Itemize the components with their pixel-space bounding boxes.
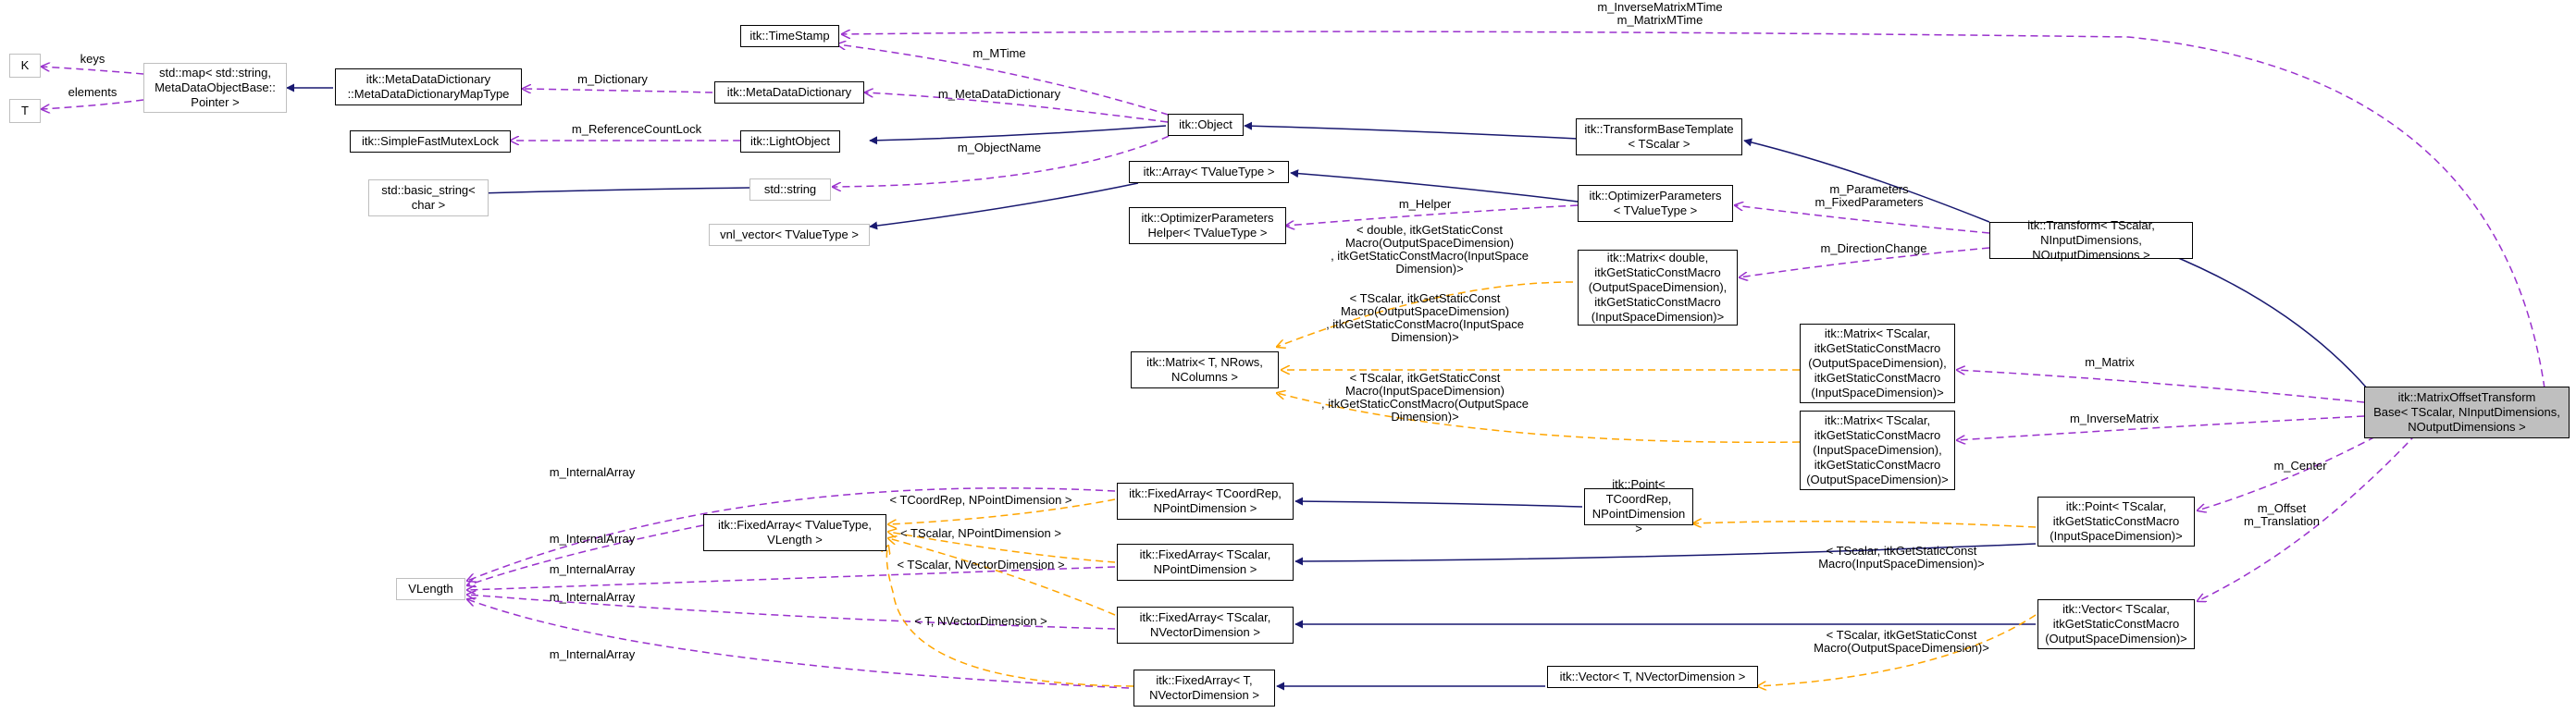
- edge-matrixinout-matrixgeneric: [1277, 393, 1801, 443]
- edge-main-transform: [2164, 251, 2370, 391]
- edge-transform-tbt: [1743, 138, 1990, 223]
- edge-main-matrixoutin: [1957, 370, 2365, 403]
- edge-pointtscalar-pointcoordrep: [1693, 522, 2037, 527]
- edge-label-m-helper: m_Helper: [1399, 197, 1452, 211]
- edge-mdd-mddmaptype: [523, 89, 713, 92]
- edge-label-tpl-tscalar-point: < TScalar, NPointDimension >: [900, 526, 1061, 540]
- class-node-basic-string[interactable]: std::basic_string< char >: [368, 179, 489, 216]
- class-node-fixed-array-tscalar-point[interactable]: itk::FixedArray< TScalar, NPointDimensio…: [1117, 544, 1294, 581]
- class-node-vector-t[interactable]: itk::Vector< T, NVectorDimension >: [1547, 666, 1758, 688]
- class-node-vector-tscalar[interactable]: itk::Vector< TScalar, itkGetStaticConstM…: [2037, 599, 2195, 649]
- class-node-mdd-map-type[interactable]: itk::MetaDataDictionary ::MetaDataDictio…: [335, 68, 522, 105]
- class-node-matrix-in-out[interactable]: itk::Matrix< TScalar, itkGetStaticConstM…: [1800, 411, 1955, 490]
- edge-matrixdouble-matrixgeneric: [1277, 281, 1574, 347]
- class-node-transform-base-template[interactable]: itk::TransformBaseTemplate < TScalar >: [1576, 118, 1742, 155]
- class-node-point-tscalar[interactable]: itk::Point< TScalar, itkGetStaticConstMa…: [2037, 497, 2195, 547]
- edge-object-timestamp: [837, 44, 1181, 119]
- edge-label-m-internalarray-3: m_InternalArray: [550, 562, 636, 576]
- edge-label-m-metadatadictionary: m_MetaDataDictionary: [938, 87, 1061, 101]
- edge-object-stdstring: [833, 130, 1181, 187]
- edge-main-pointtscalar: [2198, 424, 2397, 510]
- class-node-time-stamp[interactable]: itk::TimeStamp: [740, 25, 839, 47]
- class-node-transform[interactable]: itk::Transform< TScalar, NInputDimension…: [1989, 218, 2193, 262]
- edge-label-m-referencecountlock: m_ReferenceCountLock: [572, 122, 702, 136]
- class-node-point-coordrep[interactable]: itk::Point< TCoordRep, NPointDimension >: [1584, 477, 1693, 535]
- edge-label-tpl-coordrep: < TCoordRep, NPointDimension >: [889, 493, 1071, 507]
- edge-main-vectortscalar: [2198, 424, 2425, 601]
- class-node-light-object[interactable]: itk::LightObject: [740, 130, 840, 153]
- class-node-vnl-vector[interactable]: vnl_vector< TValueType >: [709, 224, 870, 246]
- template-edges: [886, 281, 2037, 687]
- edge-facoordrep-favalue: [888, 498, 1116, 524]
- edge-vectortscalar-vectort: [1758, 614, 2037, 686]
- edge-optparams-array: [1290, 169, 1579, 203]
- edge-label-m-objectname: m_ObjectName: [958, 141, 1041, 154]
- class-node-simple-fast-mutex-lock[interactable]: itk::SimpleFastMutexLock: [350, 130, 511, 153]
- class-node-t[interactable]: T: [9, 99, 41, 123]
- class-node-fixed-array-coordrep[interactable]: itk::FixedArray< TCoordRep, NPointDimens…: [1117, 483, 1294, 520]
- class-node-fixed-array-value[interactable]: itk::FixedArray< TValueType, VLength >: [703, 514, 886, 551]
- edge-object-mdd: [865, 92, 1169, 123]
- edge-label-m-internalarray-4: m_InternalArray: [550, 590, 636, 604]
- edge-fa-coordrep-vlength: [467, 487, 1116, 581]
- edge-labels: keys elements m_Dictionary m_MTime m_MetaDat…: [68, 0, 2328, 661]
- edge-label-tpl-t-vector: < T, NVectorDimension >: [914, 614, 1047, 628]
- edge-object-lightobject: [869, 125, 1167, 145]
- class-node-fixed-array-t[interactable]: itk::FixedArray< T, NVectorDimension >: [1133, 670, 1275, 707]
- edge-label-elements: elements: [68, 85, 118, 99]
- class-node-k[interactable]: K: [9, 54, 41, 78]
- edge-label-m-center: m_Center: [2273, 459, 2327, 473]
- class-node-optimizer-parameters-helper[interactable]: itk::OptimizerParameters Helper< TValueT…: [1129, 207, 1286, 244]
- edge-array-vnlvector: [869, 182, 1139, 230]
- edge-fa-value-vlength: [467, 524, 704, 585]
- edge-label-m-internalarray-5: m_InternalArray: [550, 647, 636, 661]
- edge-label-m-internalarray-1: m_InternalArray: [550, 465, 636, 479]
- usage-edges: [42, 31, 2545, 689]
- edge-label-m-inversematrix: m_InverseMatrix: [2070, 412, 2160, 425]
- class-node-matrix-generic[interactable]: itk::Matrix< T, NRows, NColumns >: [1131, 351, 1279, 388]
- class-node-optimizer-parameters[interactable]: itk::OptimizerParameters < TValueType >: [1578, 185, 1733, 222]
- edge-transform-matrixdouble: [1740, 247, 1990, 277]
- class-node-meta-data-dictionary[interactable]: itk::MetaDataDictionary: [714, 81, 864, 104]
- edge-tbt-object: [1244, 121, 1579, 140]
- edge-pointtscalar-fa: [1294, 543, 2037, 566]
- class-node-matrix-offset-transform-base[interactable]: itk::MatrixOffsetTransform Base< TScalar…: [2364, 387, 2570, 438]
- inheritance-edges: [286, 83, 2370, 691]
- edge-stdmap-k: [42, 67, 144, 75]
- edge-fatscalarvector-favalue: [888, 538, 1116, 616]
- edge-transform-optparams: [1735, 205, 1990, 234]
- edge-label-m-internalarray-2: m_InternalArray: [550, 532, 636, 546]
- edge-label-keys: keys: [80, 52, 105, 66]
- edge-main-matrixinout: [1957, 415, 2365, 440]
- class-node-vlength[interactable]: VLength: [396, 578, 465, 600]
- edge-main-timestamp: [842, 31, 2545, 389]
- edge-label-m-matrix: m_Matrix: [2085, 355, 2135, 369]
- class-node-matrix-double[interactable]: itk::Matrix< double, itkGetStaticConstMa…: [1578, 250, 1738, 326]
- class-node-matrix-out-in[interactable]: itk::Matrix< TScalar, itkGetStaticConstM…: [1800, 324, 1955, 403]
- class-node-std-string[interactable]: std::string: [749, 178, 831, 201]
- edge-fatscalarpoint-favalue: [888, 532, 1116, 563]
- class-node-std-map[interactable]: std::map< std::string, MetaDataObjectBas…: [143, 63, 287, 113]
- edge-label-tpl-tscalar-vector: < TScalar, NVectorDimension >: [897, 558, 1064, 572]
- edge-label-m-mtime: m_MTime: [972, 46, 1025, 60]
- class-node-object[interactable]: itk::Object: [1168, 114, 1244, 136]
- edge-fat-favalue: [886, 546, 1134, 687]
- edge-stdmap-t: [42, 99, 144, 109]
- edge-fa-tscalarvector-vlength: [467, 595, 1116, 630]
- edge-pointcoordrep-fa: [1294, 497, 1583, 508]
- class-node-array[interactable]: itk::Array< TValueType >: [1129, 161, 1289, 183]
- edge-label-m-directionchange: m_DirectionChange: [1821, 241, 1927, 255]
- class-node-fixed-array-tscalar-vector[interactable]: itk::FixedArray< TScalar, NVectorDimensi…: [1117, 607, 1294, 644]
- edge-label-m-dictionary: m_Dictionary: [577, 72, 648, 86]
